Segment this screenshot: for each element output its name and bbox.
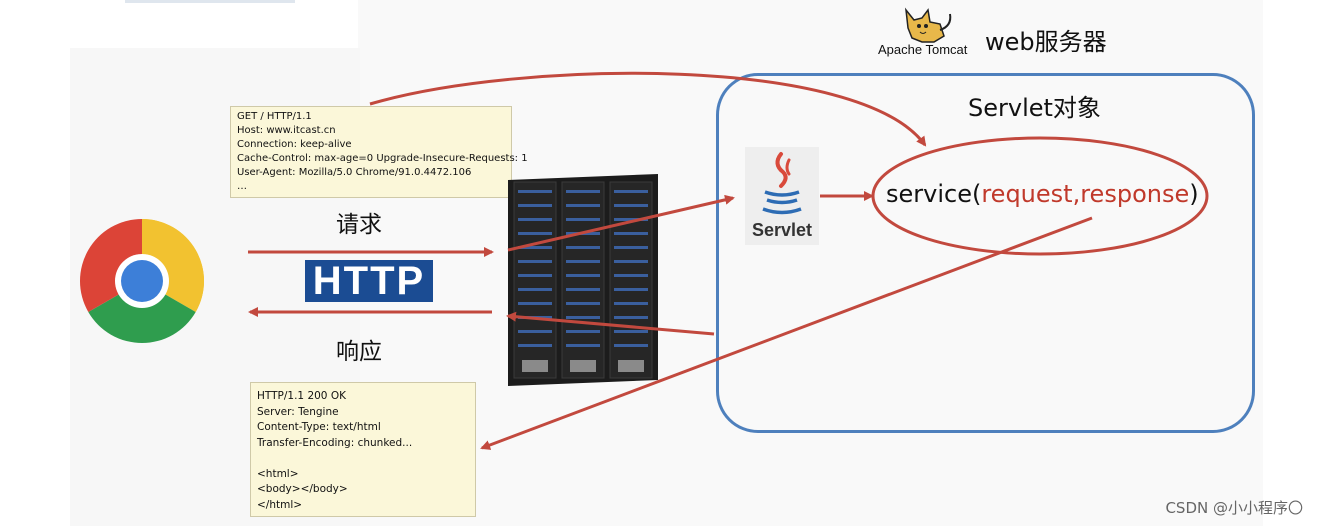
- servlet-container-box: [716, 73, 1255, 433]
- response-line: HTTP/1.1 200 OK: [257, 390, 346, 402]
- http-request-note: GET / HTTP/1.1 Host: www.itcast.cn Conne…: [230, 106, 528, 198]
- request-line: Host: www.itcast.cn: [237, 125, 336, 136]
- request-line: GET / HTTP/1.1: [237, 111, 312, 122]
- server-to-servlet-arrow: [507, 194, 735, 252]
- http-logo: HTTP: [305, 260, 433, 302]
- tomcat-cat-icon: [904, 7, 952, 43]
- servlet-object-title: Servlet对象: [968, 94, 1101, 122]
- request-line: User-Agent: Mozilla/5.0 Chrome/91.0.4472…: [237, 167, 472, 178]
- service-to-response-arrow: [480, 216, 1093, 450]
- service-param-request: request: [981, 180, 1073, 208]
- tomcat-caption: Apache Tomcat: [878, 42, 968, 57]
- servlet-logo-label: Servlet: [751, 220, 813, 240]
- request-line: …: [237, 181, 247, 192]
- response-line: <body></body>: [257, 483, 348, 495]
- service-param-response: response: [1080, 180, 1190, 208]
- service-method-name: service(: [886, 180, 982, 208]
- response-label: 响应: [336, 339, 382, 365]
- top-tab-decoration: [125, 0, 295, 3]
- service-method-close: ): [1189, 180, 1199, 208]
- response-line: Transfer-Encoding: chunked...: [257, 436, 413, 449]
- response-line: Content-Type: text/html: [257, 421, 381, 433]
- request-line: Connection: keep-alive: [237, 139, 352, 150]
- http-response-note: HTTP/1.1 200 OK Server: Tengine Content-…: [250, 382, 476, 517]
- watermark: CSDN @小小程序〇: [1165, 499, 1303, 517]
- container-to-server-arrow: [506, 311, 715, 336]
- response-line: <html>: [257, 467, 299, 480]
- request-to-service-curve-arrow: [369, 71, 927, 147]
- service-method-text: service(request,response): [886, 180, 1199, 208]
- request-label: 请求: [336, 212, 382, 238]
- server-rack-icon: [508, 174, 658, 386]
- chrome-browser-icon: [79, 219, 205, 344]
- java-cup-icon: [762, 152, 802, 215]
- service-param-comma: ,: [1072, 180, 1081, 208]
- response-line: </html>: [257, 498, 303, 511]
- web-server-title: web服务器: [985, 28, 1107, 56]
- response-line: Server: Tengine: [257, 405, 339, 418]
